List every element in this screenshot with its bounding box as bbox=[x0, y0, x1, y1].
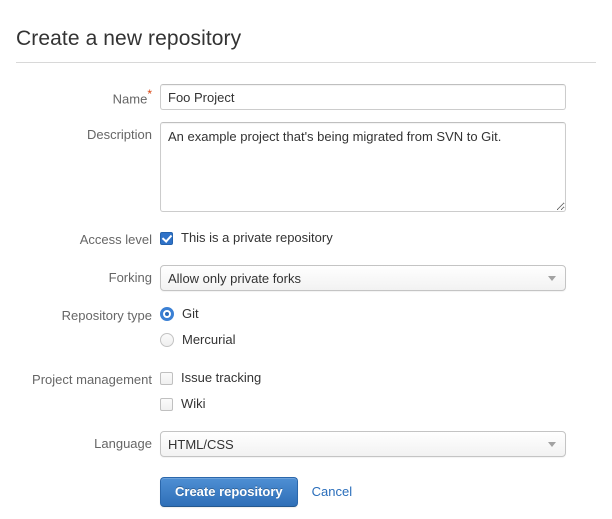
description-field-wrap: An example project that's being migrated… bbox=[160, 122, 612, 215]
form-row-name: Name* bbox=[0, 84, 612, 110]
language-select-value[interactable]: HTML/CSS bbox=[160, 431, 566, 457]
project-management-label: Project management bbox=[32, 372, 152, 387]
form-row-access-level: Access level This is a private repositor… bbox=[0, 227, 612, 253]
radio-selected-icon[interactable] bbox=[160, 307, 174, 321]
form-row-language: Language HTML/CSS bbox=[0, 431, 612, 457]
name-label-text: Name bbox=[112, 91, 148, 107]
form-row-description: Description An example project that's be… bbox=[0, 122, 612, 215]
form-row-repository-type: Repository type Git Mercurial bbox=[0, 303, 612, 355]
radio-row-git[interactable]: Git bbox=[160, 303, 612, 325]
forking-select-value[interactable]: Allow only private forks bbox=[160, 265, 566, 291]
checkbox-unchecked-icon[interactable] bbox=[160, 371, 173, 385]
actions-field-wrap: Create repository Cancel bbox=[160, 469, 612, 507]
forking-label: Forking bbox=[108, 270, 152, 285]
chevron-down-icon[interactable] bbox=[548, 276, 556, 281]
actions-label-spacer bbox=[0, 469, 160, 473]
checkbox-checked-icon[interactable] bbox=[160, 231, 173, 245]
language-select[interactable]: HTML/CSS bbox=[160, 431, 566, 457]
checkbox-label-wiki: Wiki bbox=[181, 396, 206, 411]
description-label: Description bbox=[86, 127, 152, 142]
private-repository-checkbox-row[interactable]: This is a private repository bbox=[160, 227, 612, 249]
form-row-actions: Create repository Cancel bbox=[0, 469, 612, 507]
repository-type-label: Repository type bbox=[61, 308, 152, 323]
checkbox-unchecked-icon[interactable] bbox=[160, 397, 173, 411]
name-input[interactable] bbox=[160, 84, 566, 110]
repository-type-field-wrap: Git Mercurial bbox=[160, 303, 612, 355]
create-repository-button[interactable]: Create repository bbox=[160, 477, 298, 507]
checkbox-label-issue-tracking: Issue tracking bbox=[181, 370, 262, 385]
form-row-project-management: Project management Issue tracking Wiki bbox=[0, 367, 612, 419]
project-management-field-wrap: Issue tracking Wiki bbox=[160, 367, 612, 419]
checkbox-row-wiki[interactable]: Wiki bbox=[160, 393, 612, 415]
private-repository-label: This is a private repository bbox=[181, 230, 333, 245]
language-field-wrap: HTML/CSS bbox=[160, 431, 612, 457]
create-repository-form: Name* Description An example project tha… bbox=[0, 84, 612, 519]
forking-field-wrap: Allow only private forks bbox=[160, 265, 612, 291]
page-title: Create a new repository bbox=[16, 27, 242, 51]
radio-row-mercurial[interactable]: Mercurial bbox=[160, 329, 612, 351]
radio-label-git: Git bbox=[182, 306, 199, 321]
access-level-field-wrap: This is a private repository bbox=[160, 227, 612, 253]
form-row-forking: Forking Allow only private forks bbox=[0, 265, 612, 291]
action-buttons: Create repository Cancel bbox=[160, 477, 612, 507]
required-asterisk: * bbox=[147, 87, 152, 101]
chevron-down-icon[interactable] bbox=[548, 442, 556, 447]
radio-unselected-icon[interactable] bbox=[160, 333, 174, 347]
name-field-wrap bbox=[160, 84, 612, 110]
description-textarea[interactable]: An example project that's being migrated… bbox=[160, 122, 566, 212]
checkbox-row-issue-tracking[interactable]: Issue tracking bbox=[160, 367, 612, 389]
access-level-label: Access level bbox=[79, 232, 152, 247]
name-label: Name* bbox=[0, 84, 160, 108]
radio-label-mercurial: Mercurial bbox=[182, 332, 236, 347]
language-label: Language bbox=[94, 436, 152, 451]
forking-select[interactable]: Allow only private forks bbox=[160, 265, 566, 291]
cancel-link[interactable]: Cancel bbox=[311, 484, 353, 499]
title-divider bbox=[16, 62, 596, 63]
